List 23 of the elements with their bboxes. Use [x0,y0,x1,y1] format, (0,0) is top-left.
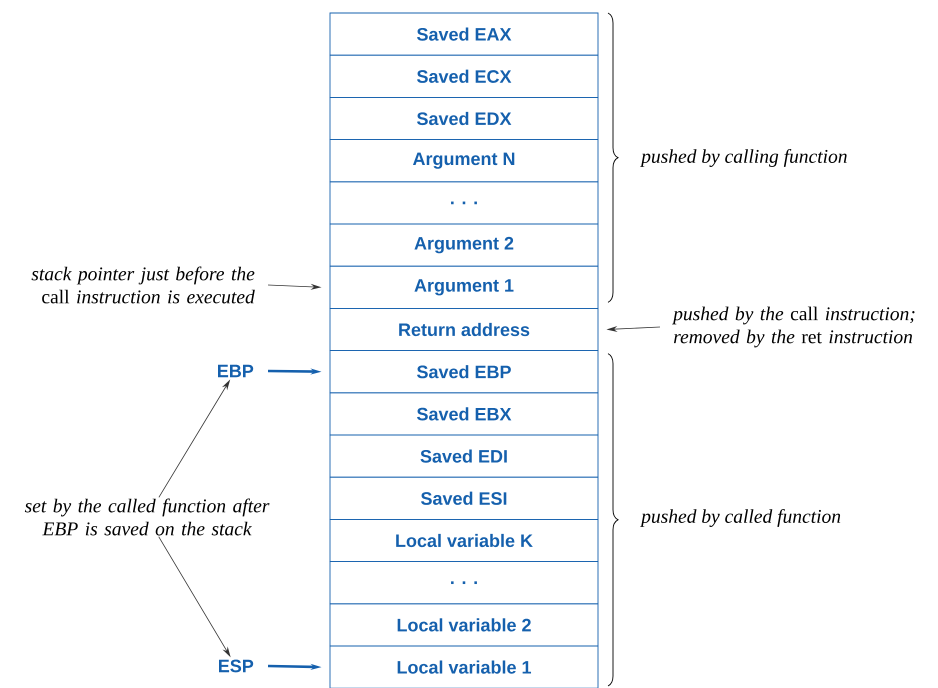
stack-cell: Local variable K [330,518,598,562]
annotation-text: pushed by the call instruction; removed by the ret instruction [672,306,915,348]
stack-cell: Saved EDI [330,434,598,478]
annotation-text: stack pointer just before the call instruction is executed [32,266,255,304]
register-label: ESP [219,660,254,672]
register-label: EBP [218,364,254,378]
stack-cell: Argument 1 [330,266,598,309]
stack-cell: Saved ESI [330,476,598,520]
brace-label: pushed by calling function [640,149,847,167]
stack-cell: Saved EAX [330,12,598,56]
stack-cell: Argument N [330,139,598,182]
annotation-text: set by the called function after EBP is saved on the stack [24,498,270,536]
stack-cell: Saved EBP [330,350,598,394]
stack-cell: Saved ECX [330,54,598,98]
stack-cell: Argument 2 [330,224,598,267]
stack-cell: . . . [330,561,598,604]
stack-cell: Local variable 1 [330,646,598,688]
stack-cell: Saved EDX [330,96,598,140]
brace-label: pushed by called function [640,509,840,527]
stack-cell: Return address [330,308,598,352]
stack-cell: . . . [330,181,598,224]
stack-cell: Saved EBX [330,392,598,436]
stack-cell: Local variable 2 [330,603,598,646]
